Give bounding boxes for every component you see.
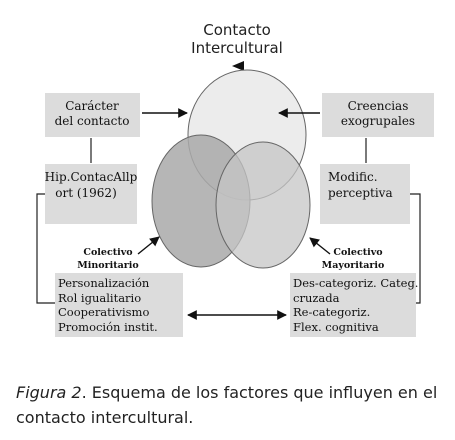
- title-line-1: Contacto: [203, 21, 271, 39]
- box-hipotesis-line-1: Hip.ContacAllp: [45, 170, 138, 184]
- box-creencias-line-2: exogrupales: [341, 114, 415, 128]
- label-minoritario-line-2: Minoritario: [77, 260, 138, 271]
- title-line-2: Intercultural: [191, 39, 283, 57]
- label-mayoritario-line-2: Mayoritario: [322, 260, 385, 271]
- figure-caption-text: . Esquema de los factores que influyen e…: [16, 383, 438, 427]
- box-creencias-line-1: Creencias: [348, 99, 409, 113]
- box-mayoritario-line-2: cruzada: [293, 291, 340, 305]
- connector-hipotesis-minoritario: [36, 193, 55, 304]
- box-mayoritario-line-1: Des-categoriz. Categ.: [293, 276, 418, 290]
- connector-modificacion-mayoritario: [410, 193, 421, 304]
- box-mayoritario-line-4: Flex. cognitiva: [293, 320, 379, 334]
- diagram-canvas: Contacto Intercultural Carácter del cont…: [36, 21, 434, 337]
- label-mayoritario-line-1: Colectivo: [333, 247, 382, 258]
- box-minoritario-line-1: Personalización: [58, 276, 150, 290]
- title-pointer: [232, 61, 244, 71]
- box-minoritario-line-2: Rol igualitario: [58, 291, 141, 305]
- box-modificacion: [320, 164, 410, 224]
- box-mayoritario: [290, 273, 416, 337]
- box-caracter-line-1: Carácter: [65, 99, 119, 113]
- box-minoritario: [55, 273, 183, 337]
- figure-number: Figura 2: [16, 383, 82, 402]
- box-creencias: [322, 93, 434, 137]
- box-minoritario-line-3: Cooperativismo: [58, 305, 149, 319]
- arrow-mayoritario-to-circle: [309, 237, 331, 255]
- box-hipotesis-line-2: ort (1962): [55, 186, 117, 200]
- box-modificacion-line-2: perceptiva: [328, 186, 393, 200]
- label-minoritario-line-1: Colectivo: [83, 247, 132, 258]
- box-caracter: [45, 93, 140, 137]
- box-minoritario-line-4: Promoción instit.: [58, 320, 158, 334]
- figure-caption: Figura 2. Esquema de los factores que in…: [16, 380, 446, 430]
- circle-right: [215, 141, 311, 269]
- box-hipotesis: [45, 164, 137, 224]
- arrow-minoritario-to-circle: [137, 236, 160, 255]
- box-mayoritario-line-3: Re-categoriz.: [293, 305, 370, 319]
- box-modificacion-line-1: Modific.: [328, 170, 378, 184]
- box-caracter-line-2: del contacto: [55, 114, 130, 128]
